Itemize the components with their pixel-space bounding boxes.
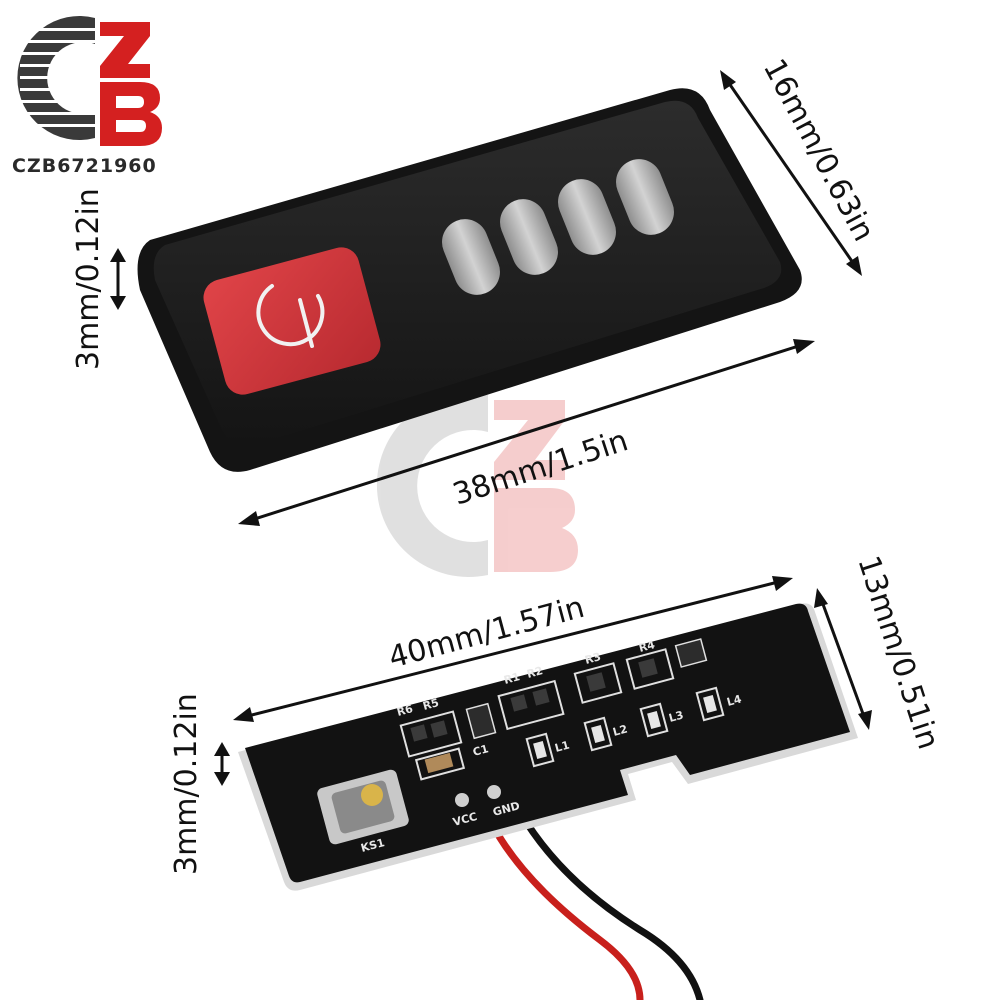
component-r4 (625, 648, 675, 690)
label-r4: R4 (637, 638, 656, 655)
dim-board-width (814, 588, 872, 730)
led-l4 (695, 686, 725, 722)
led-l1 (525, 732, 555, 768)
power-button[interactable] (199, 243, 384, 398)
led-bar-2 (500, 199, 558, 275)
component-c1 (414, 747, 466, 781)
chip-u1 (465, 702, 497, 740)
label-l2: L2 (611, 723, 629, 739)
component-r1-r2 (497, 679, 565, 731)
label-r6: R6 (395, 702, 414, 719)
led-bar-3 (558, 179, 616, 255)
led-bar-1 (442, 219, 500, 295)
label-board-thickness: 3mm/0.12in (169, 693, 204, 875)
wires (486, 808, 704, 1000)
wire-red (486, 816, 644, 1000)
label-r1: R1 (502, 670, 521, 687)
label-l4: L4 (725, 692, 743, 708)
led-l3 (639, 702, 669, 738)
pad-vcc (455, 793, 469, 807)
dimension-annotations (110, 70, 872, 786)
logo-b-shape (100, 82, 162, 146)
label-cover-thickness: 3mm/0.12in (71, 188, 106, 370)
label-r5: R5 (421, 696, 440, 713)
switch-knob[interactable] (361, 784, 383, 806)
watermark-logo (376, 393, 578, 578)
dim-board-length (233, 576, 793, 722)
logo-z-shape (100, 22, 150, 78)
dim-cover-width (720, 70, 862, 276)
wire-black (516, 808, 704, 1000)
led-bar-group (442, 159, 674, 295)
dim-cover-thickness (110, 248, 126, 310)
pad-gnd (487, 785, 501, 799)
chip-u2 (674, 638, 708, 668)
battery-indicator-cover (137, 88, 802, 472)
label-l3: L3 (667, 709, 685, 725)
brand-name: CZB6721960 (12, 155, 157, 177)
component-r3 (573, 662, 623, 704)
label-c1: C1 (471, 742, 490, 759)
tactile-switch[interactable] (316, 768, 410, 845)
label-board-length: 40mm/1.57in (385, 590, 588, 676)
label-ks1: KS1 (359, 836, 386, 855)
label-l1: L1 (553, 739, 571, 755)
pcb-board: KS1 VCC GND R6 R5 C1 R1 R2 (238, 603, 858, 1000)
logo-c-shape (17, 15, 100, 141)
brand-logo: CZB6721960 (12, 15, 162, 177)
component-r6-r5 (399, 710, 463, 758)
label-vcc: VCC (451, 810, 478, 829)
power-icon (256, 284, 325, 348)
label-r3: R3 (583, 650, 602, 667)
led-bar-4 (616, 159, 674, 235)
dim-board-thickness (214, 742, 230, 786)
label-r2: R2 (525, 664, 544, 681)
led-l2 (583, 716, 613, 752)
dim-cover-length (238, 339, 815, 526)
